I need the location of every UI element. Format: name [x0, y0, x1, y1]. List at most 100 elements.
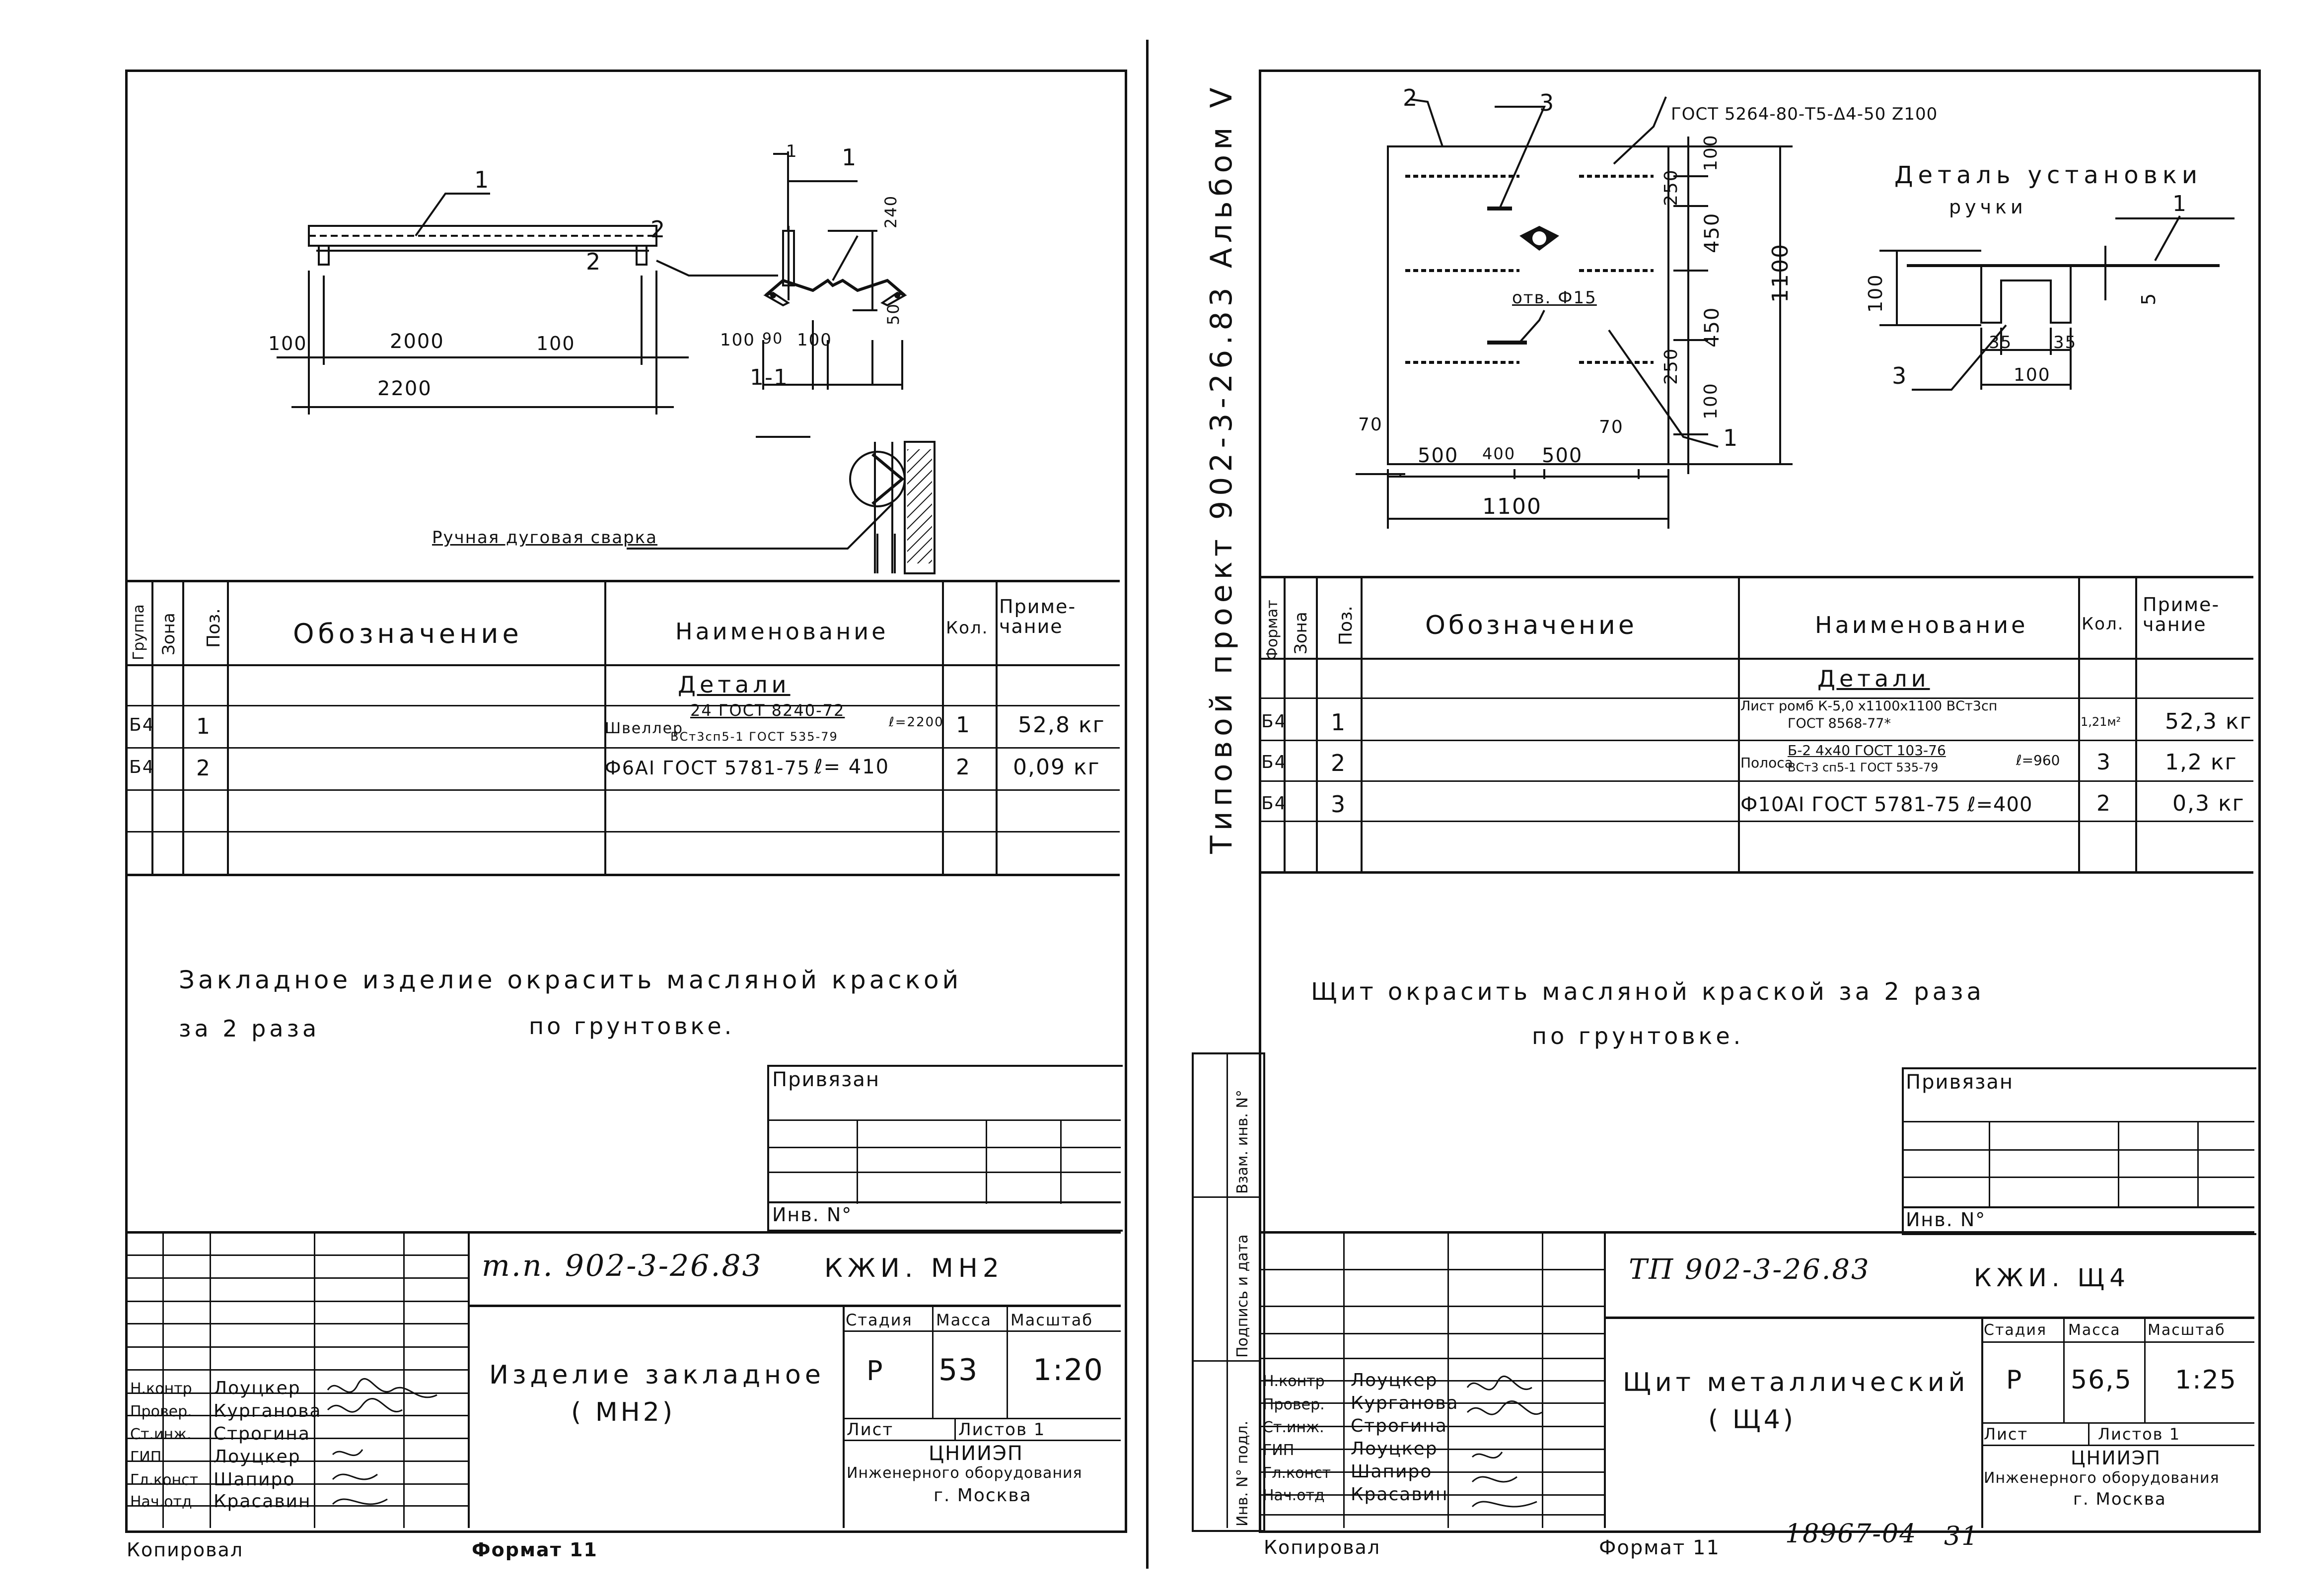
r-dim-70r: 70	[1599, 417, 1624, 437]
left-role-5: Нач.отд	[130, 1493, 192, 1511]
r-row2-length: ℓ=960	[2016, 752, 2060, 768]
spec-h-note: Приме-чание	[999, 596, 1077, 637]
row1-name-top: 24 ГОСТ 8240-72	[690, 701, 845, 720]
right-title-block	[1261, 1231, 2254, 1528]
r-row1-group: Б4	[1261, 711, 1287, 732]
right-side-stamp	[1192, 1052, 1265, 1532]
left-bound-label: Привязан	[772, 1068, 880, 1091]
section-label: 1-1	[750, 365, 789, 390]
r-pos-2: 2	[1403, 84, 1419, 111]
left-inv-label: Инв. N°	[772, 1204, 853, 1226]
row1-name-sub: ВСт3сп5-1 ГОСТ 535-79	[670, 730, 838, 744]
r-spec-h-format: Формат	[1264, 600, 1281, 660]
r-spec-h-pos: Поз.	[1336, 606, 1356, 645]
r-dim-450a: 450	[1701, 212, 1724, 253]
left-spec-table	[128, 580, 1120, 878]
right-tb-org3: г. Москва	[2073, 1489, 2166, 1509]
left-tb-title2: ( МН2)	[571, 1397, 676, 1427]
row2-qty: 2	[956, 755, 971, 780]
left-tb-stage-h: Стадия	[846, 1311, 913, 1329]
left-tb-org3: г. Москва	[934, 1485, 1032, 1506]
d-dim-5: 5	[2138, 292, 2160, 305]
left-tb-sheet: Лист	[847, 1420, 894, 1440]
row1-length: ℓ=2200	[889, 715, 944, 730]
r-dim-250b: 250	[1661, 347, 1681, 385]
left-tb-scale: 1:20	[1033, 1353, 1104, 1388]
right-footer-page: 31	[1944, 1522, 1979, 1551]
r-dim-100t: 100	[1701, 134, 1721, 171]
stamp-col-1: Подпись и дата	[1234, 1234, 1251, 1358]
row1-name-main: Швеллер	[605, 720, 684, 737]
left-note-line1: Закладное изделие окрасить масляной крас…	[179, 966, 962, 994]
left-note-line2a: за 2 раза	[179, 1015, 320, 1042]
right-tb-mass: 56,5	[2071, 1365, 2132, 1395]
right-name-2: Строгина	[1351, 1416, 1447, 1436]
r-dim-70l: 70	[1358, 415, 1383, 435]
right-note-line2: по грунтовке.	[1532, 1023, 1744, 1049]
r-row3-pos: 3	[1331, 791, 1347, 818]
dim-100a: 100	[720, 330, 755, 350]
d-dim-35b: 35	[2053, 333, 2077, 352]
right-role-4: Гл.конст	[1263, 1464, 1331, 1482]
left-role-2: Ст.инж.	[130, 1426, 192, 1443]
anchor-bar-left	[318, 245, 330, 266]
dim-2000: 2000	[390, 330, 444, 353]
row1-note: 52,8 кг	[1018, 712, 1105, 738]
right-footer-format: Формат 11	[1599, 1536, 1720, 1559]
right-tb-title2: ( Щ4)	[1708, 1405, 1797, 1435]
spec-h-qty: Кол.	[946, 618, 989, 638]
right-footer-copied: Копировал	[1264, 1536, 1381, 1558]
left-role-3: ГИП	[130, 1449, 162, 1466]
left-tb-org2: Инженерного оборудования	[847, 1464, 1082, 1482]
right-name-5: Красавин	[1351, 1484, 1448, 1505]
left-tb-mark: КЖИ. МН2	[824, 1253, 1004, 1283]
right-bound-box	[1902, 1067, 2256, 1235]
right-drawing	[1356, 96, 2235, 529]
left-tb-code: т.п. 902-3-26.83	[482, 1249, 763, 1283]
row2-name-main: Ф6АI ГОСТ 5781-75	[605, 757, 810, 779]
spec-h-name: Наименование	[675, 618, 889, 645]
right-signatures	[1466, 1375, 1542, 1508]
d-dim-100: 100	[1865, 274, 1886, 313]
right-tb-sheets: Листов 1	[2098, 1425, 2181, 1444]
right-tb-sheet: Лист	[1984, 1425, 2028, 1444]
shield-plate	[1387, 145, 1669, 465]
d-dim-35a: 35	[1989, 333, 2013, 352]
left-footer-copied: Копировал	[127, 1539, 244, 1561]
left-name-5: Красавин	[214, 1491, 311, 1512]
weld-note: Ручная дуговая сварка	[432, 528, 657, 548]
right-spec-table	[1261, 576, 2253, 874]
right-name-0: Лоуцкер	[1351, 1370, 1438, 1390]
dim-90: 90	[762, 330, 784, 347]
left-tb-mass: 53	[938, 1353, 979, 1388]
sec-pos-2: 2	[650, 216, 666, 243]
r-row2-pos: 2	[1331, 750, 1347, 776]
row2-group: Б4	[129, 757, 155, 777]
right-note-line1: Щит окрасить масляной краской за 2 раза	[1311, 978, 1985, 1006]
left-name-1: Курганова	[214, 1401, 322, 1421]
left-name-2: Строгина	[214, 1424, 310, 1444]
right-role-0: Н.контр	[1263, 1373, 1325, 1390]
r-dim-500b: 500	[1542, 444, 1583, 467]
r-row1-note: 52,3 кг	[2165, 709, 2252, 734]
r-dim-250t: 250	[1661, 169, 1681, 206]
left-tb-scale-h: Масштаб	[1010, 1311, 1093, 1329]
sec-mark-1: 1	[786, 141, 798, 161]
sec-pos-1: 1	[842, 144, 858, 171]
left-name-3: Лоуцкер	[214, 1447, 301, 1467]
left-role-1: Провер.	[130, 1403, 192, 1420]
r-row2-group: Б4	[1261, 752, 1287, 772]
r-spec-h-qty: Кол.	[2082, 614, 2124, 634]
left-signatures	[327, 1378, 437, 1505]
r-pos-3: 3	[1539, 89, 1555, 116]
r-row1-pos: 1	[1331, 709, 1347, 736]
r-row1-qty: 1,21м²	[2081, 715, 2121, 729]
right-tb-stage-h: Стадия	[1984, 1321, 2047, 1339]
right-name-1: Курганова	[1351, 1393, 1459, 1413]
left-name-4: Шапиро	[214, 1469, 295, 1490]
right-tb-org1: ЦНИИЭП	[2071, 1447, 2162, 1469]
row2-pos: 2	[196, 756, 211, 781]
right-tb-org2: Инженерного оборудования	[1984, 1469, 2220, 1487]
d-dim-100b: 100	[2014, 365, 2051, 385]
left-tb-title1: Изделие закладное	[489, 1360, 825, 1390]
